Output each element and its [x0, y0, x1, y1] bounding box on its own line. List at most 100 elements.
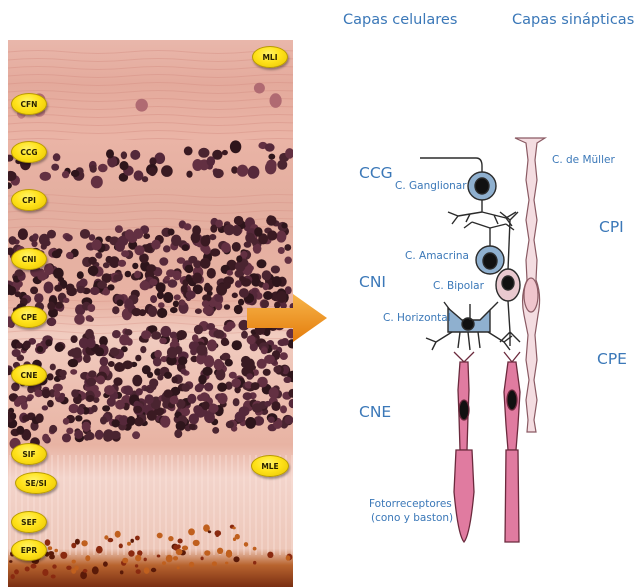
tissue-nucleus: [268, 154, 275, 160]
tissue-nucleus: [245, 233, 255, 243]
tissue-nucleus: [86, 315, 93, 321]
tissue-nucleus: [37, 272, 47, 281]
tissue-nucleus: [286, 555, 291, 560]
tissue-nucleus: [112, 306, 119, 314]
tissue-nucleus: [149, 279, 157, 286]
tissue-nucleus: [184, 223, 192, 230]
tissue-nucleus: [55, 343, 64, 352]
tissue-nucleus: [140, 281, 150, 291]
tissue-nucleus: [250, 365, 256, 370]
tissue-nucleus: [79, 278, 87, 287]
tissue-nucleus: [113, 377, 122, 386]
tissue-nucleus: [241, 356, 251, 365]
tissue-nucleus: [281, 223, 287, 229]
tissue-nucleus: [231, 166, 238, 174]
tissue-nucleus: [239, 406, 250, 416]
tissue-nucleus: [161, 326, 172, 337]
tissue-nucleus: [174, 294, 181, 300]
tissue-nucleus: [145, 394, 154, 404]
tissue-nucleus: [16, 426, 24, 435]
tissue-nucleus: [72, 560, 76, 564]
badge-mli: MLI: [252, 46, 288, 68]
tissue-nucleus: [148, 306, 158, 317]
tissue-nucleus: [120, 161, 129, 170]
tissue-nucleus: [177, 566, 180, 569]
ganglion-cell: [420, 158, 516, 226]
badge-mle: MLE: [251, 455, 289, 477]
tissue-nucleus: [185, 265, 194, 273]
tissue-nucleus: [192, 334, 199, 342]
tissue-nucleus: [267, 552, 273, 558]
tissue-nucleus: [54, 549, 58, 553]
tissue-nucleus: [81, 540, 87, 546]
tissue-nucleus: [131, 308, 141, 316]
tissue-nucleus: [63, 418, 70, 425]
tissue-nucleus: [164, 389, 173, 397]
tissue-nucleus: [173, 556, 178, 560]
tissue-nucleus: [88, 257, 97, 265]
tissue-nucleus: [151, 240, 160, 250]
tissue-nucleus: [182, 383, 191, 391]
tissue-nucleus: [215, 369, 225, 381]
tissue-nucleus: [133, 228, 143, 239]
bipolar-cell: [496, 212, 520, 346]
tissue-nucleus: [136, 99, 148, 112]
tissue-nucleus: [52, 564, 56, 568]
tissue-nucleus: [233, 556, 239, 562]
tissue-nucleus: [47, 400, 54, 407]
tissue-nucleus: [14, 569, 19, 574]
tissue-nucleus: [127, 542, 131, 546]
badge-cpe: CPE: [11, 306, 47, 328]
tissue-nucleus: [80, 229, 90, 239]
tissue-nucleus: [212, 561, 217, 566]
tissue-nucleus: [284, 244, 291, 251]
label-cpi: CPI: [599, 218, 624, 236]
tissue-nucleus: [125, 299, 134, 309]
tissue-nucleus: [225, 359, 233, 367]
tissue-nucleus: [112, 330, 121, 338]
tissue-nucleus: [194, 325, 203, 335]
tissue-nucleus: [202, 367, 212, 376]
tissue-nucleus: [27, 385, 34, 393]
tissue-nucleus: [120, 570, 124, 574]
tissue-nucleus: [144, 567, 150, 574]
tissue-nucleus: [198, 148, 209, 158]
tissue-nucleus: [85, 555, 90, 561]
tissue-nucleus: [87, 395, 95, 401]
tissue-nucleus: [157, 375, 163, 381]
tissue-nucleus: [207, 339, 217, 351]
tissue-nucleus: [128, 550, 134, 556]
tissue-nucleus: [87, 304, 95, 312]
tissue-nucleus: [153, 357, 162, 366]
badge-cpi: CPI: [11, 189, 47, 211]
tissue-nucleus: [96, 252, 102, 259]
tissue-nucleus: [135, 536, 140, 541]
tissue-nucleus: [197, 394, 204, 401]
tissue-nucleus: [284, 377, 292, 383]
tissue-nucleus: [112, 419, 120, 427]
tissue-nucleus: [230, 140, 241, 153]
tissue-nucleus: [195, 384, 203, 392]
tissue-nucleus: [186, 171, 192, 178]
tissue-nucleus: [226, 550, 233, 558]
arrow-right-icon: [247, 292, 329, 344]
tissue-nucleus: [248, 166, 260, 179]
tissue-nucleus: [42, 389, 51, 398]
tissue-nucleus: [136, 569, 141, 574]
label-bipolar-cell: C. Bipolar: [433, 280, 484, 292]
tissue-nucleus: [163, 245, 171, 252]
tissue-nucleus: [88, 266, 99, 276]
tissue-nucleus: [42, 434, 49, 442]
label-cni: CNI: [359, 273, 386, 291]
tissue-nucleus: [59, 370, 67, 377]
tissue-nucleus: [12, 349, 21, 357]
tissue-nucleus: [100, 357, 109, 366]
tissue-nucleus: [238, 299, 244, 306]
tissue-nucleus: [90, 287, 100, 295]
tissue-nucleus: [207, 156, 216, 166]
tissue-nucleus: [157, 533, 163, 539]
tissue-nucleus: [49, 425, 57, 433]
tissue-nucleus: [62, 171, 69, 178]
tissue-nucleus: [204, 550, 210, 556]
tissue-nucleus: [115, 225, 123, 233]
